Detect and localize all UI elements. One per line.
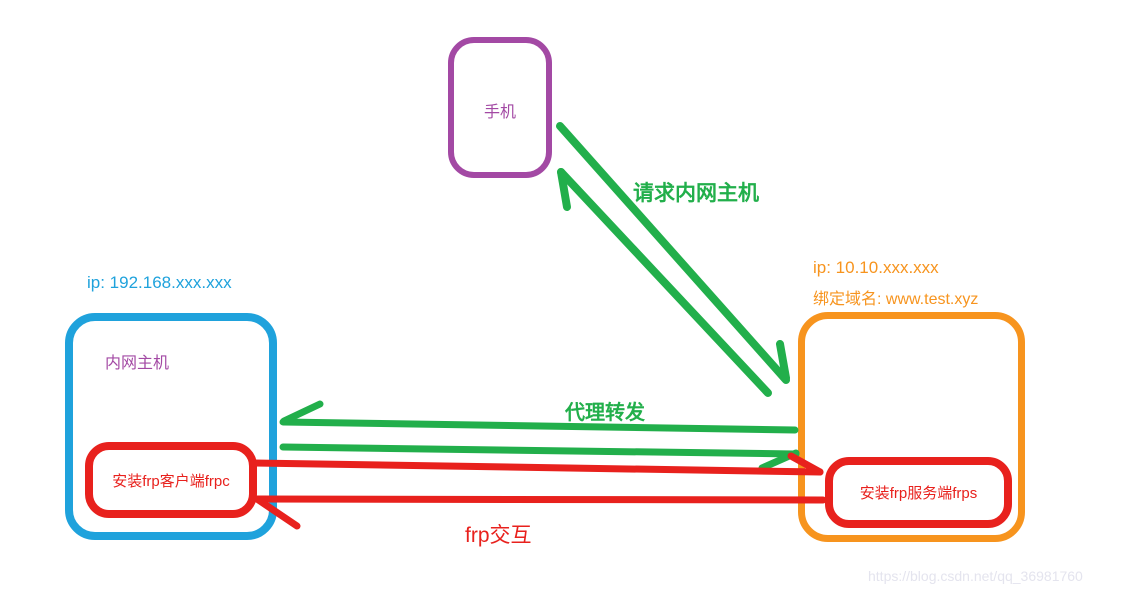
intranet-host-label: 内网主机 [105, 355, 170, 372]
request-edge-label: 请求内网主机 [633, 182, 759, 205]
frp-edge-label: frp交互 [465, 524, 532, 547]
frp-client-node: 安装frp客户端frpc [85, 442, 257, 518]
frp-server-label: 安装frp服务端frps [859, 485, 978, 502]
frp-server-node: 安装frp服务端frps [825, 457, 1012, 528]
proxy-arrow-to-server [279, 443, 800, 472]
phone-label: 手机 [483, 104, 516, 121]
watermark-text: https://blog.csdn.net/qq_36981760 [868, 568, 1083, 584]
proxy-arrow-to-intranet [279, 400, 799, 434]
frp-arrow-to-frps [250, 452, 824, 476]
frp-arrow-to-frpc [253, 495, 827, 530]
intranet-ip-label: ip: 192.168.xxx.xxx [87, 273, 232, 292]
proxy-edge-label: 代理转发 [565, 402, 645, 424]
server-ip-label: ip: 10.10.xxx.xxx [813, 258, 939, 277]
server-domain-label: 绑定域名: www.test.xyz [813, 291, 979, 308]
public-server-node [798, 312, 1025, 542]
phone-node: 手机 [448, 37, 552, 178]
intranet-host-node: 内网主机 [65, 313, 277, 540]
request-arrow-to-server [556, 122, 790, 384]
frp-client-label: 安装frp客户端frpc [112, 472, 230, 490]
